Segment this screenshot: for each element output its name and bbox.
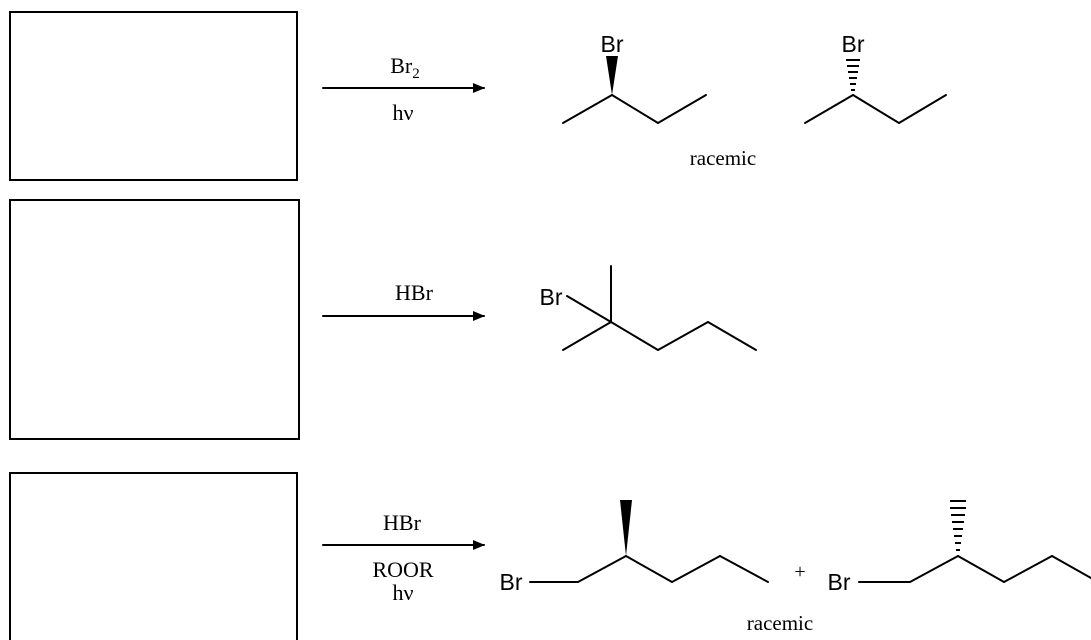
bond [719, 555, 769, 583]
racemic-label-1: racemic [690, 146, 756, 170]
bond [625, 555, 673, 583]
bond [804, 94, 854, 124]
bond [852, 94, 900, 124]
bond [562, 321, 612, 351]
reagent-hbr: HBr [383, 510, 422, 535]
starting-material-box-2[interactable] [9, 199, 300, 440]
bromine-label: Br [842, 31, 865, 57]
bromine-label: Br [500, 569, 523, 595]
bromine-label: Br [540, 284, 563, 310]
reagent-light: hν [393, 100, 414, 125]
product-2-bromobutane-hash: Br [804, 31, 947, 124]
bond [957, 555, 1005, 583]
reagent-peroxide: ROOR [372, 557, 433, 582]
bond [577, 555, 627, 583]
bond [611, 94, 659, 124]
bond [909, 555, 959, 583]
bond [610, 321, 659, 351]
bromine-label: Br [828, 569, 851, 595]
bromine-label: Br [601, 31, 624, 57]
bond [1003, 555, 1053, 583]
starting-material-box-1[interactable] [9, 11, 298, 181]
starting-material-box-3[interactable] [9, 472, 298, 640]
reagent-light: hν [393, 580, 414, 605]
hashed-bond [846, 59, 860, 91]
product-2-bromobutane-wedge: Br [562, 31, 707, 124]
bond [898, 94, 947, 124]
bond [671, 555, 721, 583]
wedge-bond [606, 56, 618, 95]
racemic-label-3: racemic [747, 611, 813, 635]
hashed-bond [950, 500, 966, 551]
bond [562, 94, 613, 124]
product-1-bromo-2-methylpentane-wedge: Br [500, 500, 769, 595]
reaction-1: Br2 hν Br Br racemic [9, 11, 947, 181]
reagent-hbr: HBr [395, 280, 434, 305]
reaction-3: HBr ROOR hν Br + Br [9, 472, 1091, 640]
reaction-2: HBr Br [9, 199, 757, 440]
wedge-bond [620, 500, 632, 556]
product-1-bromo-2-methylpentane-hash: Br [828, 500, 1091, 595]
plus-sign: + [794, 561, 805, 583]
bond [657, 94, 707, 124]
bond [657, 321, 709, 351]
product-2-bromo-2-methylpentane: Br [540, 265, 757, 351]
bond [1051, 555, 1091, 579]
reagent-br2: Br2 [390, 53, 420, 82]
bond [707, 321, 757, 351]
bond [566, 295, 612, 323]
